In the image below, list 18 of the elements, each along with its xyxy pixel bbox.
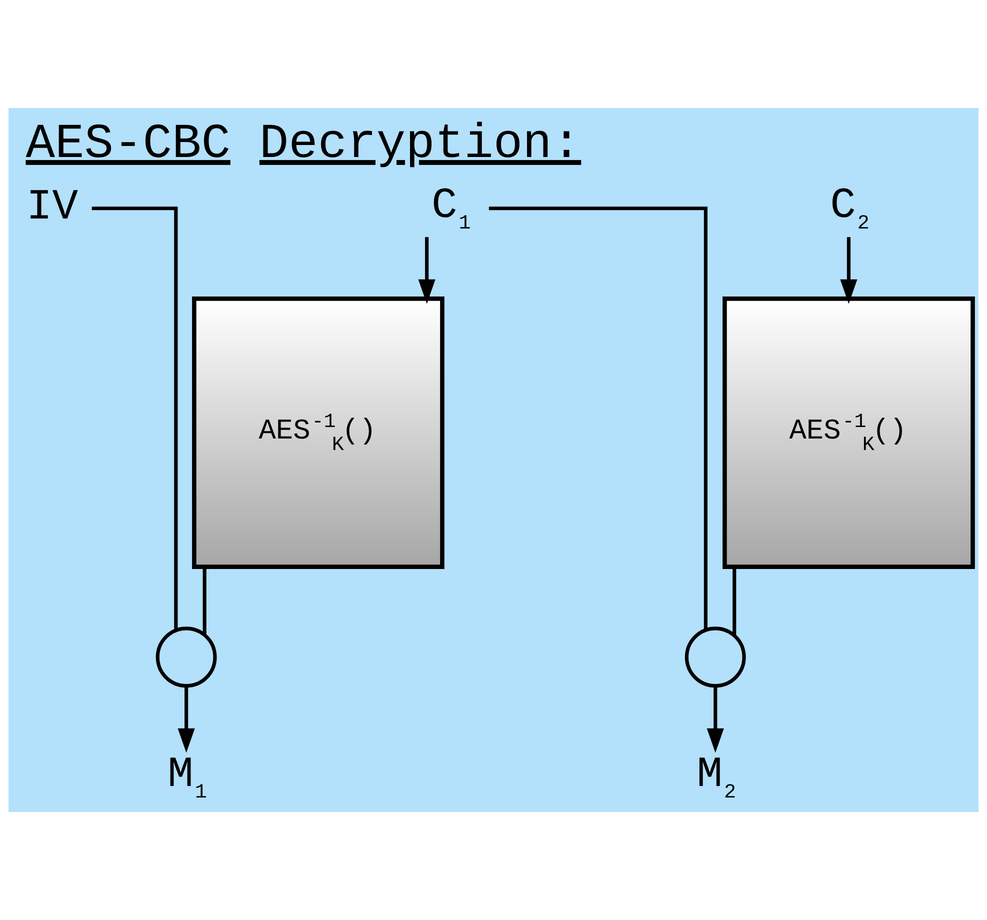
arrow [178, 686, 195, 753]
node-circle [156, 626, 217, 688]
diagram-title: AES-CBC Decryption: [26, 116, 582, 172]
connector [732, 567, 736, 636]
node-box: AES$^{-1}$$_{K}$() [192, 296, 444, 569]
node-text: M$_{2}$ [696, 750, 736, 805]
connector [488, 206, 708, 630]
node-text: C$_{1}$ [431, 180, 471, 236]
node-text: M$_{1}$ [168, 750, 207, 805]
connector [202, 567, 206, 635]
arrow [840, 237, 858, 304]
node-text: IV [26, 182, 78, 232]
connector [92, 206, 178, 630]
node-text: C$_{2}$ [830, 180, 870, 236]
arrow [418, 237, 436, 304]
node-box: AES$^{-1}$$_{K}$() [722, 296, 975, 569]
node-circle [684, 626, 746, 688]
arrow [706, 686, 724, 753]
